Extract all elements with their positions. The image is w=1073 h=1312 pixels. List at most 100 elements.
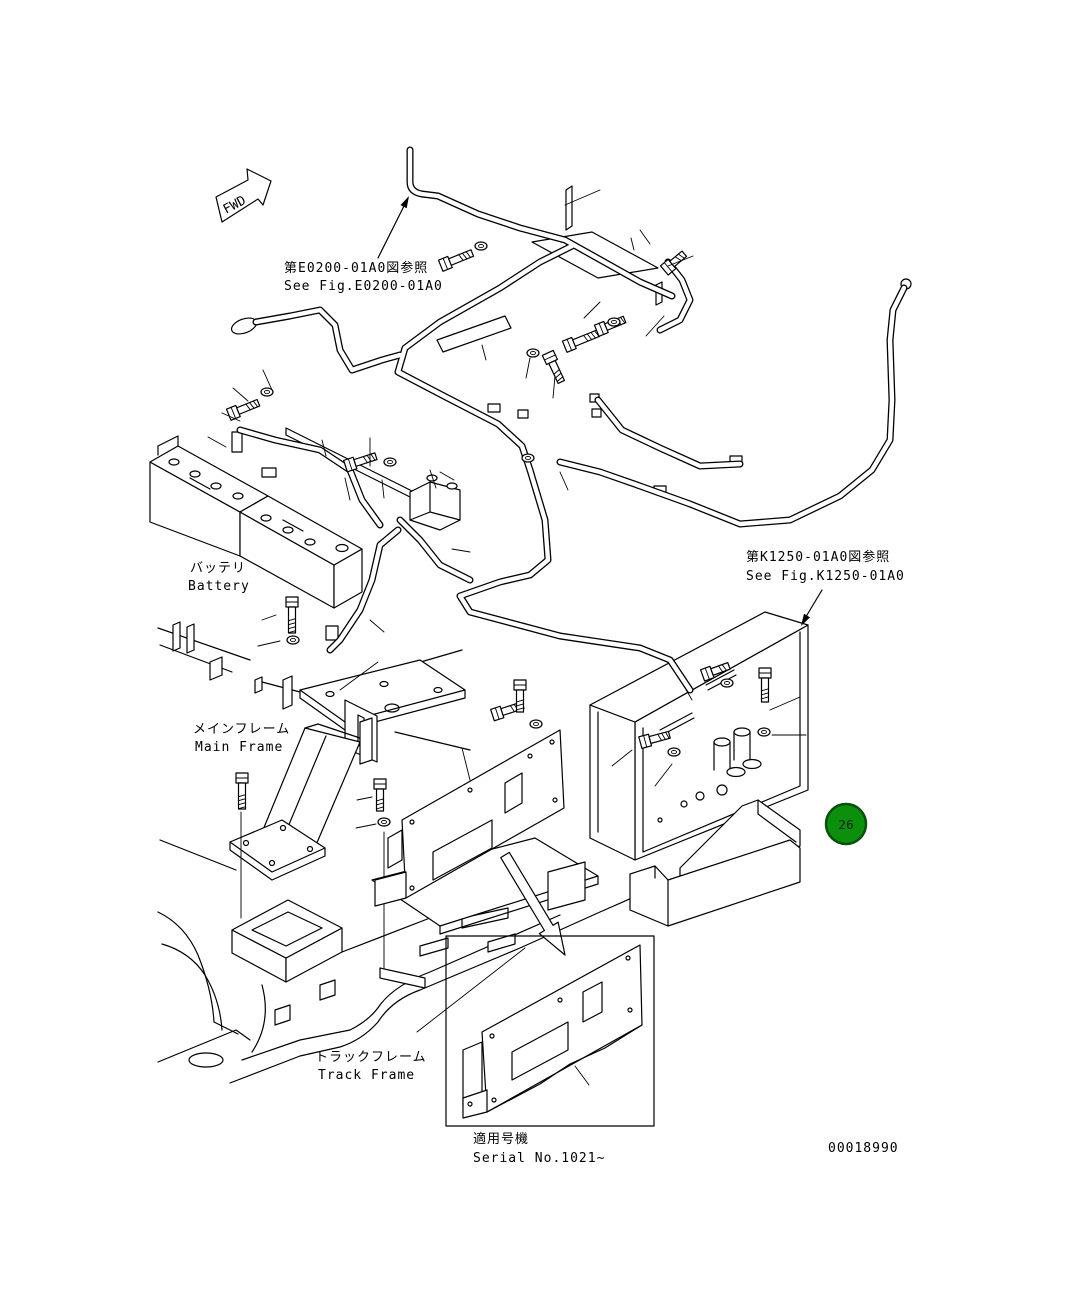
box-hole (680, 800, 688, 808)
washer-inner (290, 637, 296, 643)
box-connector (742, 758, 762, 770)
box-cover (629, 839, 801, 927)
inset-bracket-window (511, 1021, 569, 1081)
fasteners (225, 241, 772, 827)
harness-tube-outline (406, 146, 676, 300)
track-frame-edge (157, 1029, 251, 1063)
washer-inner (525, 455, 531, 461)
washer-inner (387, 459, 393, 465)
washer (607, 317, 621, 327)
mount-block-opening (251, 911, 323, 947)
relay-terminal (446, 482, 458, 490)
track-frame-label-ja: トラックフレーム (315, 1050, 427, 1065)
part-leader-line (262, 369, 273, 391)
part-leader-line (574, 1065, 590, 1086)
main-frame-label-ja: メインフレーム (193, 722, 290, 737)
washer (383, 457, 397, 467)
reference-e0200-en: See Fig.E0200-01A0 (284, 279, 443, 294)
base-plate-hole (306, 845, 314, 853)
bolt-thread (717, 665, 724, 673)
bolt-thread (516, 699, 524, 703)
harness-tube-core (237, 427, 383, 528)
mounting-plate (299, 659, 466, 723)
box-edge (642, 631, 801, 853)
inset-bracket-hole (491, 1097, 497, 1103)
connector (231, 431, 243, 453)
connector (517, 409, 529, 419)
frame-bar (419, 937, 449, 957)
frame-line (261, 681, 301, 693)
part-leader-line (451, 548, 471, 553)
mounting-bracket (371, 729, 599, 956)
washer (260, 387, 274, 397)
clip (254, 676, 263, 694)
base-plate-hole (268, 859, 276, 867)
track-frame-edge (157, 911, 239, 1035)
harness-tube-core (407, 147, 675, 299)
bolt (758, 667, 772, 703)
bolt-head-edge (494, 707, 500, 720)
bolt-thread (376, 806, 384, 810)
part-leader-line (559, 471, 569, 491)
bolt-thread (620, 316, 626, 324)
inset-bracket-hole (625, 955, 631, 961)
bracket-hole (552, 797, 558, 803)
bracket-flange (374, 871, 407, 907)
bolt (235, 772, 249, 810)
bolt-thread (761, 696, 769, 700)
wiring-harness (236, 146, 908, 694)
washer-inner (533, 721, 539, 727)
inset-frame (445, 935, 655, 1127)
battery-cap (260, 514, 272, 522)
washer-outer (667, 747, 681, 757)
harness-tube-core (657, 259, 693, 333)
washer-outer (474, 241, 488, 251)
connector (591, 408, 602, 418)
battery-cap (210, 482, 222, 490)
washer-outer (720, 678, 734, 688)
part-leader-line (525, 357, 531, 379)
bolt-head-edge (543, 354, 556, 361)
frame-bar (379, 967, 426, 989)
washer (377, 817, 391, 827)
bolt-thread (252, 400, 259, 408)
bolt-thread (288, 622, 296, 626)
track-frame-edge (161, 943, 223, 1031)
washer-outer (757, 727, 771, 737)
part-leader-lines (207, 189, 807, 1086)
box-hole (695, 791, 705, 801)
forward-arrow-icon (215, 168, 272, 223)
bolt (659, 250, 688, 276)
plate-hole (379, 680, 389, 688)
battery-cap (304, 538, 316, 546)
part-leader-line (257, 640, 281, 647)
washer-outer (526, 348, 540, 358)
bolt-thread (238, 802, 246, 806)
part-leader-line (630, 237, 635, 251)
washer-outer (377, 817, 391, 827)
washer-inner (381, 819, 387, 825)
inset-label-en: Serial No.1021~ (473, 1151, 605, 1166)
battery-handle (157, 435, 179, 456)
washer-outer (521, 453, 535, 463)
washer (720, 678, 734, 688)
washer-inner (671, 749, 677, 755)
bolt (638, 730, 671, 749)
harness-tube-core (595, 397, 743, 469)
callout-circle[interactable] (824, 802, 868, 846)
bolt-head-edge (566, 338, 573, 351)
clip (172, 621, 181, 652)
bolt-thread (366, 454, 372, 462)
bracket-hole (549, 739, 555, 745)
main-frame-label-en: Main Frame (195, 740, 283, 755)
harness-bracket (565, 185, 573, 231)
bracket-window (504, 772, 523, 814)
part-leader-line (344, 477, 351, 501)
callout-number[interactable]: 26 (838, 818, 853, 832)
bolt-thread (370, 453, 376, 461)
clip (282, 675, 293, 710)
inset-bracket-hole (627, 1007, 633, 1013)
callout-26[interactable]: 26 (824, 802, 868, 846)
harness-tube-core (395, 243, 575, 473)
battery-cap (189, 470, 201, 478)
